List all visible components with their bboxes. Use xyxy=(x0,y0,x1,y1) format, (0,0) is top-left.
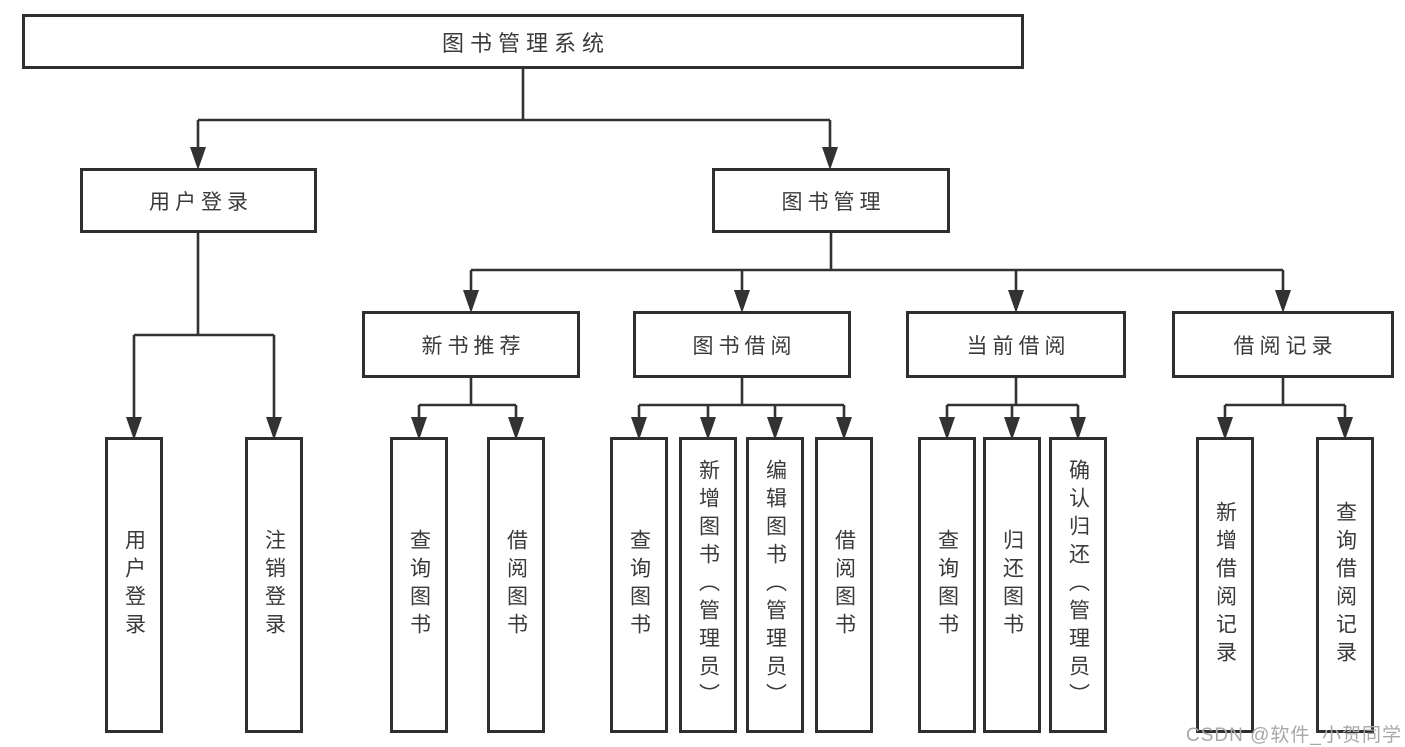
leaf-add-borrow-record: 新增借阅记录 xyxy=(1196,437,1254,733)
node-user-login: 用户登录 xyxy=(80,168,317,233)
arrow-down-icon xyxy=(1004,417,1020,440)
leaf-query-books-current: 查询图书 xyxy=(918,437,976,733)
arrow-down-icon xyxy=(836,417,852,440)
arrow-down-icon xyxy=(508,417,524,440)
arrow-down-icon xyxy=(190,147,206,170)
arrow-down-icon xyxy=(1070,417,1086,440)
node-new-book-recommendation: 新书推荐 xyxy=(362,311,580,378)
leaf-borrow-books-borrow: 借阅图书 xyxy=(815,437,873,733)
arrowhead-icons xyxy=(126,147,1353,440)
arrow-down-icon xyxy=(1275,290,1291,313)
arrow-down-icon xyxy=(411,417,427,440)
node-library-management-system: 图书管理系统 xyxy=(22,14,1024,69)
leaf-borrow-books-recommend: 借阅图书 xyxy=(487,437,545,733)
leaf-add-book-admin: 新增图书（管理员） xyxy=(679,437,737,733)
arrow-down-icon xyxy=(939,417,955,440)
leaf-query-borrow-record: 查询借阅记录 xyxy=(1316,437,1374,733)
arrow-down-icon xyxy=(266,417,282,440)
arrow-down-icon xyxy=(631,417,647,440)
leaf-user-login: 用户登录 xyxy=(105,437,163,733)
csdn-watermark: CSDN @软件_小贺同学 xyxy=(1186,725,1402,746)
node-current-borrowing: 当前借阅 xyxy=(906,311,1126,378)
arrow-down-icon xyxy=(1217,417,1233,440)
arrow-down-icon xyxy=(463,290,479,313)
node-book-management: 图书管理 xyxy=(712,168,950,233)
leaf-confirm-return-admin: 确认归还（管理员） xyxy=(1049,437,1107,733)
leaf-query-books-recommend: 查询图书 xyxy=(390,437,448,733)
arrow-down-icon xyxy=(1008,290,1024,313)
arrow-down-icon xyxy=(767,417,783,440)
arrow-down-icon xyxy=(1337,417,1353,440)
leaf-return-books: 归还图书 xyxy=(983,437,1041,733)
arrow-down-icon xyxy=(734,290,750,313)
arrow-down-icon xyxy=(822,147,838,170)
arrow-down-icon xyxy=(126,417,142,440)
node-book-borrowing: 图书借阅 xyxy=(633,311,851,378)
node-borrowing-records: 借阅记录 xyxy=(1172,311,1394,378)
leaf-edit-book-admin: 编辑图书（管理员） xyxy=(746,437,804,733)
leaf-logout: 注销登录 xyxy=(245,437,303,733)
arrow-down-icon xyxy=(700,417,716,440)
leaf-query-books-borrow: 查询图书 xyxy=(610,437,668,733)
